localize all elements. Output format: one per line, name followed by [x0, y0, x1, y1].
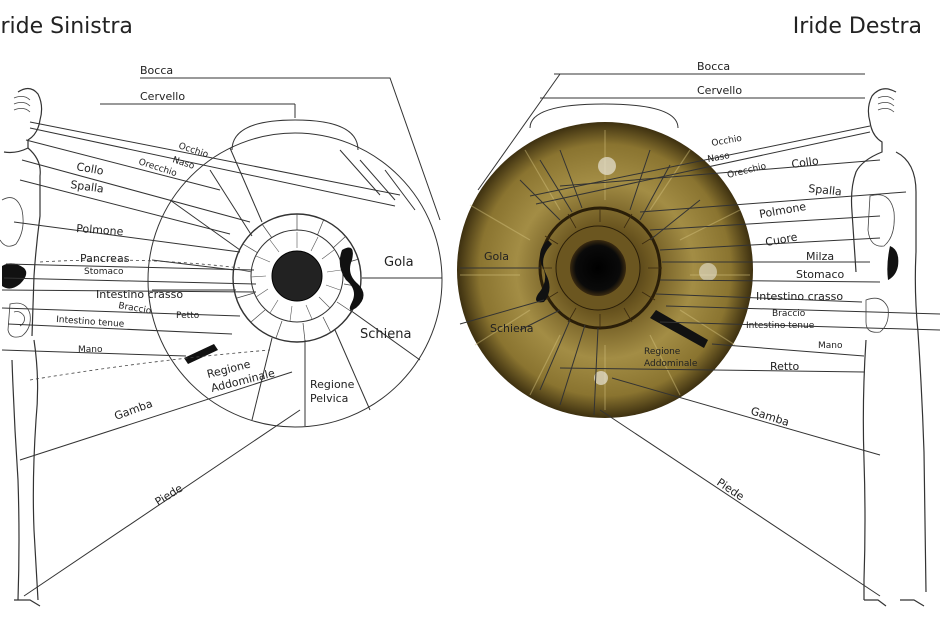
left-label-collo: Collo: [75, 160, 104, 178]
right-iris-photo: Bocca Cervello Occhio Naso Orecchio Coll…: [457, 60, 940, 597]
right-label-milza: Milza: [806, 250, 834, 263]
left-iris-chart: Bocca Cervello Occhio Naso Orecchio Coll…: [1, 64, 443, 597]
title-right: Iride Destra: [792, 14, 922, 39]
right-sector-lines: [519, 149, 701, 416]
left-label-stomaco: Stomaco: [84, 267, 124, 277]
right-label-cuore: Cuore: [764, 230, 798, 248]
left-label-braccio: Braccio: [117, 301, 152, 317]
left-label-bocca: Bocca: [140, 64, 173, 77]
left-label-schiena: Schiena: [360, 327, 411, 342]
right-label-cervello: Cervello: [697, 84, 742, 97]
left-label-cervello: Cervello: [140, 90, 185, 103]
left-body-figure: [0, 87, 43, 607]
left-label-intestino-crasso: Intestino crasso: [96, 288, 183, 301]
title-left: Iride Sinistra: [0, 14, 133, 39]
left-label-gola: Gola: [384, 255, 414, 270]
left-label-mano: Mano: [78, 345, 103, 355]
right-label-stomaco: Stomaco: [796, 268, 845, 281]
right-label-regione-addominale-2: Addominale: [644, 359, 698, 369]
left-label-regione-pelvica-1: Regione: [310, 378, 355, 391]
left-label-intestino-tenue: Intestino tenue: [56, 315, 125, 330]
left-label-pancreas: Pancreas: [80, 252, 130, 265]
right-label-gola: Gola: [484, 250, 509, 263]
right-label-mano: Mano: [818, 341, 843, 351]
right-label-gamba: Gamba: [749, 404, 791, 429]
right-label-occhio: Occhio: [711, 134, 743, 149]
right-label-schiena: Schiena: [490, 322, 534, 335]
left-pointer-lines: [1, 121, 401, 597]
left-label-regione-pelvica-2: Pelvica: [310, 392, 348, 405]
right-label-spalla: Spalla: [808, 182, 843, 198]
right-label-collo: Collo: [791, 154, 820, 171]
left-label-piede: Piede: [153, 482, 185, 509]
right-label-bocca: Bocca: [697, 60, 730, 73]
right-label-regione-addominale-1: Regione: [644, 347, 681, 357]
right-body-figure: [850, 88, 927, 607]
left-label-polmone: Polmone: [76, 222, 124, 238]
right-label-orecchio: Orecchio: [726, 161, 767, 180]
right-label-retto: Retto: [770, 360, 800, 373]
right-label-intestino-tenue: Intestino tenue: [746, 321, 815, 331]
right-pointer-lines: [459, 125, 940, 597]
left-label-spalla: Spalla: [70, 178, 105, 196]
right-label-naso: Naso: [707, 151, 731, 165]
left-sector-lines: [151, 147, 442, 426]
right-label-braccio: Braccio: [772, 309, 806, 319]
right-label-intestino-crasso: Intestino crasso: [756, 290, 843, 303]
right-label-piede: Piede: [714, 476, 746, 504]
right-label-polmone: Polmone: [758, 200, 807, 221]
left-label-petto: Petto: [176, 311, 200, 321]
